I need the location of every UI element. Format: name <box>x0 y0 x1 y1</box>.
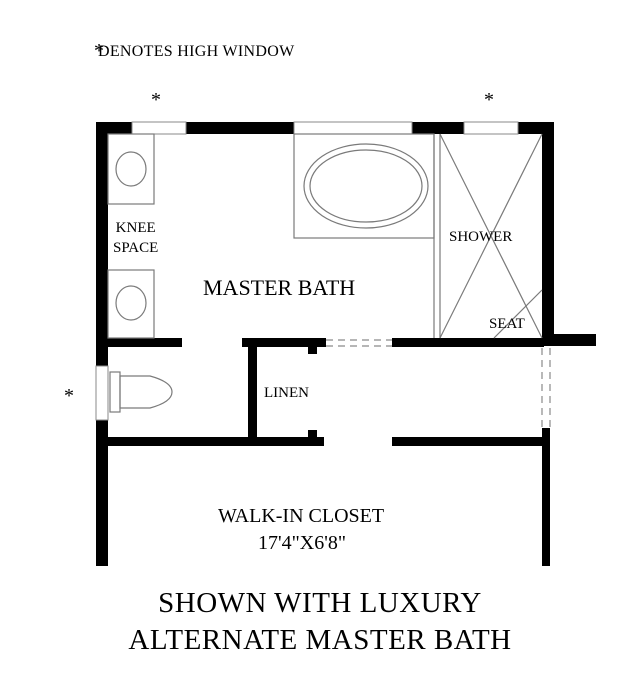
linen-wall-left <box>248 338 257 446</box>
left-wall-upper <box>96 122 108 350</box>
sink-top-icon <box>115 151 147 187</box>
caption-line2: ALTERNATE MASTER BATH <box>128 624 512 656</box>
caption-line1: SHOWN WITH LUXURY <box>158 587 482 619</box>
window-top-right <box>463 121 519 135</box>
high-window-marker-1: * <box>151 89 161 111</box>
bath-wall-center <box>242 338 326 347</box>
high-window-symbol: * <box>94 40 104 62</box>
window-top-middle <box>293 121 413 135</box>
closet-wall-right <box>392 437 546 446</box>
top-wall-right-a <box>412 122 464 134</box>
high-window-marker-3: * <box>64 385 74 407</box>
left-wall-lower <box>96 420 108 566</box>
top-wall-middle <box>186 122 294 134</box>
closet-wall-left <box>96 437 324 446</box>
right-wall-lower <box>542 428 550 566</box>
sink-bottom-icon <box>115 285 147 321</box>
high-window-marker-2: * <box>484 89 494 111</box>
walls <box>96 122 596 566</box>
window-left-side <box>95 365 109 421</box>
master-bath-label: MASTER BATH <box>203 275 356 300</box>
toilet-bowl-icon <box>119 375 173 409</box>
tub-outer-icon <box>303 143 429 229</box>
door-openings <box>326 339 551 428</box>
linen-post-top <box>308 338 317 354</box>
knee-space-line1: KNEE <box>115 220 156 236</box>
vanity-top <box>107 133 155 205</box>
fixtures <box>107 133 543 413</box>
shower-label: SHOWER <box>449 229 513 245</box>
linen-label: LINEN <box>264 385 309 401</box>
knee-space-label: KNEE SPACE <box>113 218 158 258</box>
legend-note: DENOTES HIGH WINDOW <box>98 43 295 60</box>
windows <box>95 121 519 421</box>
walk-in-closet-dimensions: 17'4"X6'8" <box>258 532 346 554</box>
bath-wall-left <box>96 338 182 347</box>
bath-wall-right <box>392 338 544 347</box>
walk-in-closet-label: WALK-IN CLOSET <box>218 505 385 527</box>
window-top-left <box>131 121 187 135</box>
knee-space-line2: SPACE <box>113 240 159 256</box>
seat-label: SEAT <box>489 316 525 332</box>
right-wall-upper <box>542 122 554 342</box>
shower-seat-edge <box>493 289 543 339</box>
right-stub <box>542 334 596 346</box>
tub-inner-icon <box>309 149 423 223</box>
vanity-bottom <box>107 269 155 339</box>
toilet-tank <box>109 371 121 413</box>
